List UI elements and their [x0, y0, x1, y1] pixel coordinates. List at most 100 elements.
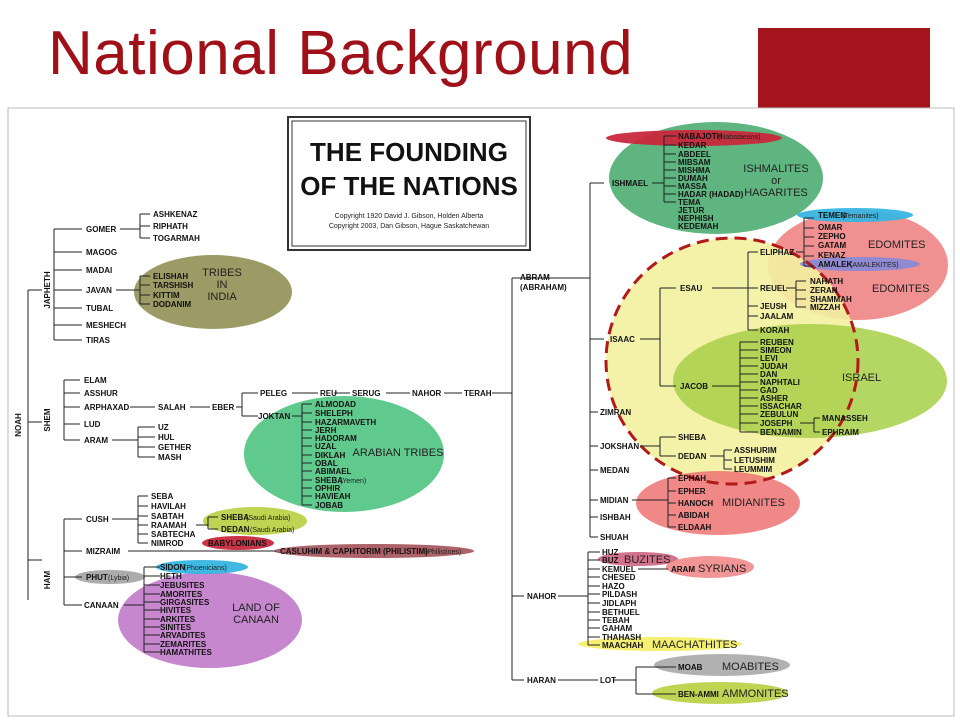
benjamin: BENJAMIN [760, 428, 802, 437]
moabites-label: MOABITES [722, 661, 779, 673]
israel-label: ISRAEL [842, 372, 881, 384]
gether: GETHER [158, 443, 192, 452]
elam: ELAM [84, 376, 107, 385]
arabian-tribes-blob [244, 396, 444, 512]
zemarites: ZEMARITES [160, 640, 207, 649]
levi: LEVI [760, 354, 778, 363]
reuel: REUEL [760, 284, 787, 293]
eldaah: ELDAAH [678, 523, 712, 532]
kedemah: KEDEMAH [678, 222, 719, 231]
phoenicians-note: (Phoenicians) [184, 565, 227, 572]
ishmalites-blob [609, 122, 823, 234]
sheleph: SHELEPH [315, 409, 353, 418]
jidlaph: JIDLAPH [602, 599, 636, 608]
jebusites: JEBUSITES [160, 581, 205, 590]
copyright-2: Copyright 2003, Dan Gibson, Hague Saskat… [329, 223, 489, 230]
group-label-line: TRIBES [202, 267, 242, 279]
tree-lines [27, 135, 820, 695]
asshur: ASSHUR [84, 389, 118, 398]
nephish: NEPHISH [678, 214, 714, 223]
zerah: ZERAH [810, 286, 838, 295]
haran: HARAN [527, 676, 556, 685]
chart-title-line1: THE FOUNDING [310, 137, 508, 167]
joktan: JOKTAN [258, 412, 291, 421]
sabtah: SABTAH [151, 512, 184, 521]
esau: ESAU [680, 284, 702, 293]
judah: JUDAH [760, 362, 788, 371]
copyright-1: Copyright 1920 David J. Gibson, Holden A… [335, 213, 484, 220]
slide-title: National Background [48, 19, 634, 88]
group-label-line: LAND OF [232, 602, 280, 614]
omar: OMAR [818, 223, 843, 232]
title-box [287, 116, 531, 251]
arkites: ARKITES [160, 615, 196, 624]
hul: HUL [158, 433, 175, 442]
moabites-blob [654, 654, 790, 676]
tema: TEMA [678, 198, 701, 207]
meshech: MESHECH [86, 321, 126, 330]
arvadites: ARVADITES [160, 631, 206, 640]
salah: SALAH [158, 403, 186, 412]
letushim: LETUSHIM [734, 456, 775, 465]
buzites-label: BUZITES [624, 554, 670, 566]
mibsam: MIBSAM [678, 158, 711, 167]
sidon-blob [156, 560, 248, 574]
girgasites: GIRGASITES [160, 598, 210, 607]
diklah: DIKLAH [315, 451, 345, 460]
ishbah: ISHBAH [600, 513, 631, 522]
gaham: GAHAM [602, 624, 633, 633]
isaac-dashed-ring [604, 236, 860, 486]
sinites: SINITES [160, 623, 192, 632]
ephah: EPHAH [678, 474, 706, 483]
arabian-tribes-label: ARABIAN TRIBES [353, 447, 444, 459]
phut-blob [75, 570, 145, 584]
zimran: ZIMRAN [600, 408, 631, 417]
reuben: REUBEN [760, 338, 794, 347]
reu: REU [320, 389, 337, 398]
sheba-j: SHEBA [678, 433, 706, 442]
jokshan: JOKSHAN [600, 442, 639, 451]
noah-label: NOAH [14, 413, 23, 437]
saudi-blob [203, 507, 307, 535]
cush: CUSH [86, 515, 109, 524]
babylonians: BABYLONIANS [208, 539, 267, 548]
philistines-blob [274, 544, 474, 558]
tarshish: TARSHISH [153, 281, 194, 290]
group-label-line: or [771, 175, 781, 187]
mizzah: MIZZAH [810, 303, 840, 312]
sheba-yemen: SHEBA [315, 476, 343, 485]
ophir: OPHIR [315, 484, 341, 493]
nimrod: NIMROD [151, 539, 184, 548]
huz: HUZ [602, 548, 619, 557]
abdeel: ABDEEL [678, 150, 711, 159]
gomer: GOMER [86, 225, 116, 234]
pildash: PILDASH [602, 590, 637, 599]
uz: UZ [158, 423, 169, 432]
tubal: TUBAL [86, 304, 113, 313]
abram: ABRAM [520, 273, 550, 282]
madai: MADAI [86, 266, 112, 275]
hivites: HIVITES [160, 606, 192, 615]
kedar: KEDAR [678, 141, 707, 150]
syrians-label: SYRIANS [698, 563, 746, 575]
yemen-note: (Yemen) [340, 478, 366, 485]
maachah: MAACHAH [602, 641, 644, 650]
sabtecha: SABTECHA [151, 530, 196, 539]
raamah: RAAMAH [151, 521, 187, 530]
chesed: CHESED [602, 573, 636, 582]
nahath: NAHATH [810, 277, 843, 286]
joseph: JOSEPH [760, 419, 793, 428]
tiras: TIRAS [86, 336, 111, 345]
havilah: HAVILAH [151, 502, 186, 511]
teman: TEMEN [818, 211, 846, 220]
kenaz: KENAZ [818, 251, 846, 260]
amalek-blob [800, 257, 920, 271]
seba: SEBA [151, 492, 173, 501]
ham-label: HAM [43, 571, 52, 590]
temanites-note: (Temanites) [842, 213, 879, 220]
tebah: TEBAH [602, 616, 630, 625]
lud: LUD [84, 420, 101, 429]
elishah: ELISHAH [153, 272, 188, 281]
jeush: JEUSH [760, 302, 787, 311]
